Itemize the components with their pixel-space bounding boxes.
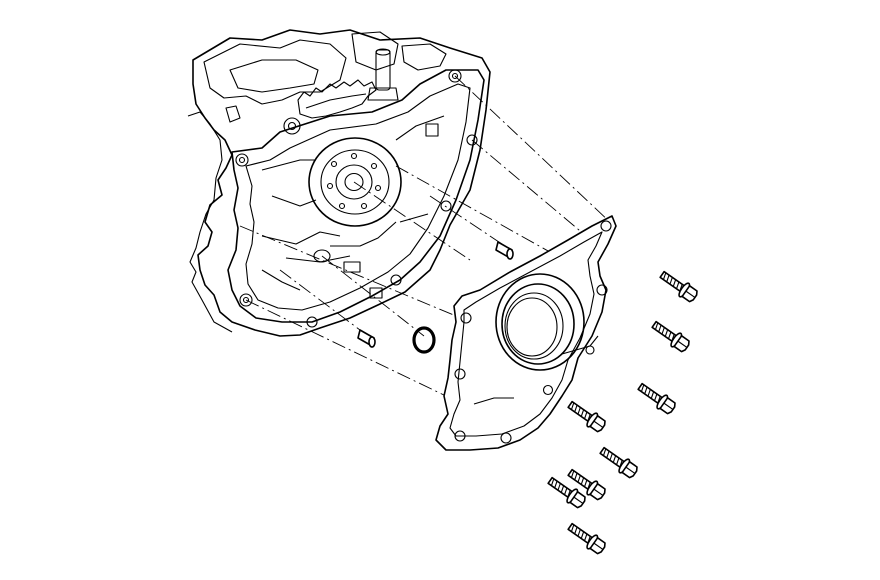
bolt [567,468,606,501]
engine-block [187,29,491,337]
bolts-group [547,270,698,555]
o-ring [412,326,436,354]
bolt [599,446,638,479]
bolt [651,320,690,353]
bolt [659,270,698,303]
rear-oil-seal-retainer [435,215,617,451]
dowel-pin [495,241,514,260]
bolt [547,476,586,509]
dowel-pin [357,329,376,348]
bolt [637,382,676,415]
bolt [567,522,606,555]
bolt [567,400,606,433]
